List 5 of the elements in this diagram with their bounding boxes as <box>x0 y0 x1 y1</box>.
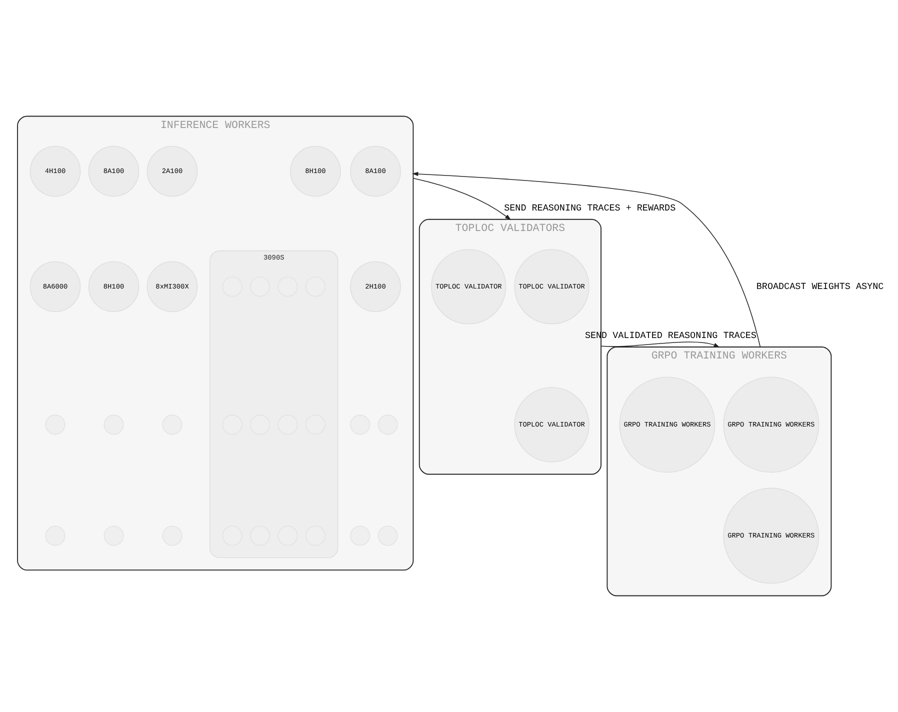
edge-label: BROADCAST WEIGHTS ASYNC <box>756 281 884 292</box>
arrow <box>600 342 720 348</box>
arrow <box>412 172 761 348</box>
arrow <box>412 178 512 220</box>
edge-label: SEND REASONING TRACES + REWARDS <box>504 202 676 214</box>
